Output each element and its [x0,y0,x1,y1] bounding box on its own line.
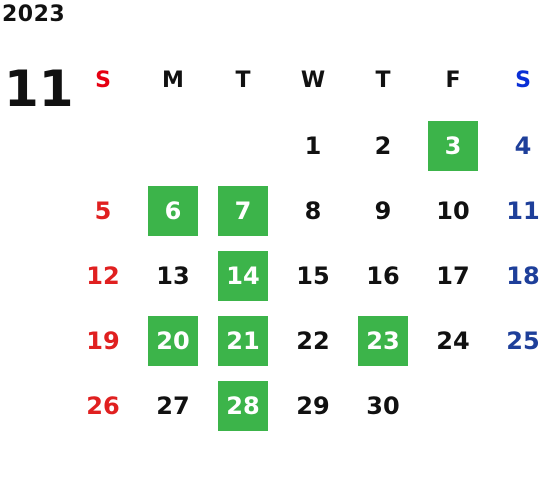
weekday-header: W [278,48,348,113]
empty-cell [208,113,278,178]
calendar-day[interactable]: 17 [418,243,488,308]
calendar-day[interactable]: 24 [418,308,488,373]
calendar-day-highlighted[interactable]: 28 [208,373,278,438]
day-number: 15 [296,261,330,290]
calendar-day-highlighted[interactable]: 6 [138,178,208,243]
calendar-day[interactable]: 11 [488,178,548,243]
day-number: 17 [436,261,470,290]
calendar-day-highlighted[interactable]: 14 [208,243,278,308]
calendar-day[interactable]: 26 [68,373,138,438]
calendar-day-highlighted[interactable]: 21 [208,308,278,373]
weekday-label: S [95,68,111,93]
weekday-header: S [68,48,138,113]
calendar-day[interactable]: 12 [68,243,138,308]
weekday-header: M [138,48,208,113]
day-number: 25 [506,326,540,355]
day-number: 26 [86,391,120,420]
calendar-day[interactable]: 5 [68,178,138,243]
calendar-year: 2023 [2,2,66,27]
calendar-month: 11 [4,60,74,118]
calendar-day[interactable]: 10 [418,178,488,243]
day-number: 1 [304,131,322,160]
weekday-label: T [235,68,251,93]
day-number: 24 [436,326,470,355]
calendar-day[interactable]: 19 [68,308,138,373]
calendar-day-highlighted[interactable]: 7 [208,178,278,243]
calendar-day[interactable]: 29 [278,373,348,438]
day-number: 16 [366,261,400,290]
day-number: 2 [374,131,392,160]
weekday-header: T [208,48,278,113]
day-number: 18 [506,261,540,290]
day-number: 13 [156,261,190,290]
calendar-day[interactable]: 22 [278,308,348,373]
calendar-day[interactable]: 13 [138,243,208,308]
calendar-day[interactable]: 4 [488,113,548,178]
weekday-label: M [162,68,184,93]
calendar-day[interactable]: 8 [278,178,348,243]
day-number: 12 [86,261,120,290]
day-number: 14 [218,250,268,301]
day-number: 9 [374,196,392,225]
calendar-day[interactable]: 1 [278,113,348,178]
weekday-header: F [418,48,488,113]
empty-cell [138,113,208,178]
calendar-day[interactable]: 27 [138,373,208,438]
day-number: 20 [148,315,198,366]
day-number: 5 [94,196,112,225]
day-number: 8 [304,196,322,225]
weekday-label: S [515,68,531,93]
day-number: 3 [428,120,478,171]
calendar-day-highlighted[interactable]: 23 [348,308,418,373]
day-number: 27 [156,391,190,420]
day-number: 30 [366,391,400,420]
day-number: 7 [218,185,268,236]
calendar-day[interactable]: 15 [278,243,348,308]
weekday-label: T [375,68,391,93]
calendar-day-highlighted[interactable]: 3 [418,113,488,178]
day-number: 29 [296,391,330,420]
day-number: 23 [358,315,408,366]
calendar-day[interactable]: 18 [488,243,548,308]
day-number: 19 [86,326,120,355]
day-number: 28 [218,380,268,431]
calendar-day[interactable]: 25 [488,308,548,373]
calendar-day[interactable]: 16 [348,243,418,308]
calendar-day[interactable]: 2 [348,113,418,178]
empty-cell [68,113,138,178]
day-number: 21 [218,315,268,366]
day-number: 10 [436,196,470,225]
weekday-header: T [348,48,418,113]
weekday-header: S [488,48,548,113]
day-number: 4 [514,131,532,160]
calendar-day[interactable]: 30 [348,373,418,438]
calendar-day-highlighted[interactable]: 20 [138,308,208,373]
calendar-day[interactable]: 9 [348,178,418,243]
day-number: 22 [296,326,330,355]
day-number: 11 [506,196,540,225]
day-number: 6 [148,185,198,236]
weekday-label: F [445,68,461,93]
weekday-label: W [300,68,326,93]
